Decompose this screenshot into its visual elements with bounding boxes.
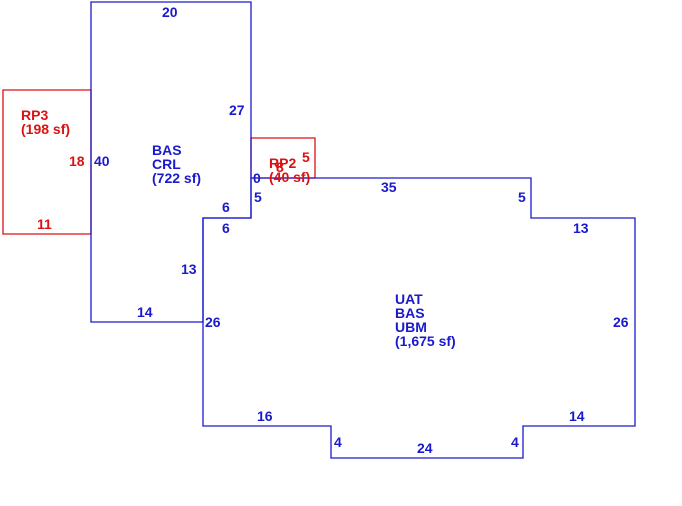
dim-uat-bottom: 24 <box>417 440 433 456</box>
uat-line-3: UBM <box>395 319 427 335</box>
dim-bas-right-short: 5 <box>254 189 262 205</box>
uat-area: (1,675 sf) <box>395 333 456 349</box>
dim-bas-right-upper: 27 <box>229 102 245 118</box>
rp2-name: RP2 <box>269 155 296 171</box>
dim-bas-top: 20 <box>162 4 178 20</box>
rp2-label: RP2 (40 sf) <box>269 155 310 185</box>
bas-crl-line-1: BAS <box>152 142 182 158</box>
rp2-area: (40 sf) <box>269 169 310 185</box>
uat-outline <box>202 177 636 459</box>
dim-uat-notch-right: 4 <box>511 434 519 450</box>
uat-label: UAT BAS UBM (1,675 sf) <box>395 291 456 349</box>
dim-rp2-right: 5 <box>302 149 310 165</box>
bas-crl-line-2: CRL <box>152 156 181 172</box>
dim-uat-right-step: 13 <box>573 220 589 236</box>
dim-bas-left: 40 <box>94 153 110 169</box>
dim-uat-top-right-step: 5 <box>518 189 526 205</box>
rp3-area: (198 sf) <box>21 121 70 137</box>
dim-bas-lower-right: 13 <box>181 261 197 277</box>
uat-line-1: UAT <box>395 291 423 307</box>
dim-rp3-bottom: 11 <box>37 216 52 232</box>
dim-uat-left: 26 <box>205 314 221 330</box>
dim-uat-notch-left: 4 <box>334 434 342 450</box>
rp3-name: RP3 <box>21 107 48 123</box>
dim-bas-step-bottom: 6 <box>222 220 230 236</box>
dim-bas-bottom: 14 <box>137 304 153 320</box>
bas-crl-area: (722 sf) <box>152 170 201 186</box>
dim-rp2-left: 8 <box>276 159 284 175</box>
dim-uat-top: 35 <box>381 179 397 195</box>
dim-uat-right: 26 <box>613 314 629 330</box>
dim-bas-step-top: 6 <box>222 199 230 215</box>
dim-junction-zero: 0 <box>253 170 261 186</box>
rp3-label: RP3 (198 sf) <box>21 107 70 137</box>
dim-uat-bottom-right: 14 <box>569 408 585 424</box>
bas-crl-label: BAS CRL (722 sf) <box>152 142 201 186</box>
dim-uat-bottom-left: 16 <box>257 408 273 424</box>
dim-rp3-right: 18 <box>69 153 85 169</box>
uat-line-2: BAS <box>395 305 425 321</box>
